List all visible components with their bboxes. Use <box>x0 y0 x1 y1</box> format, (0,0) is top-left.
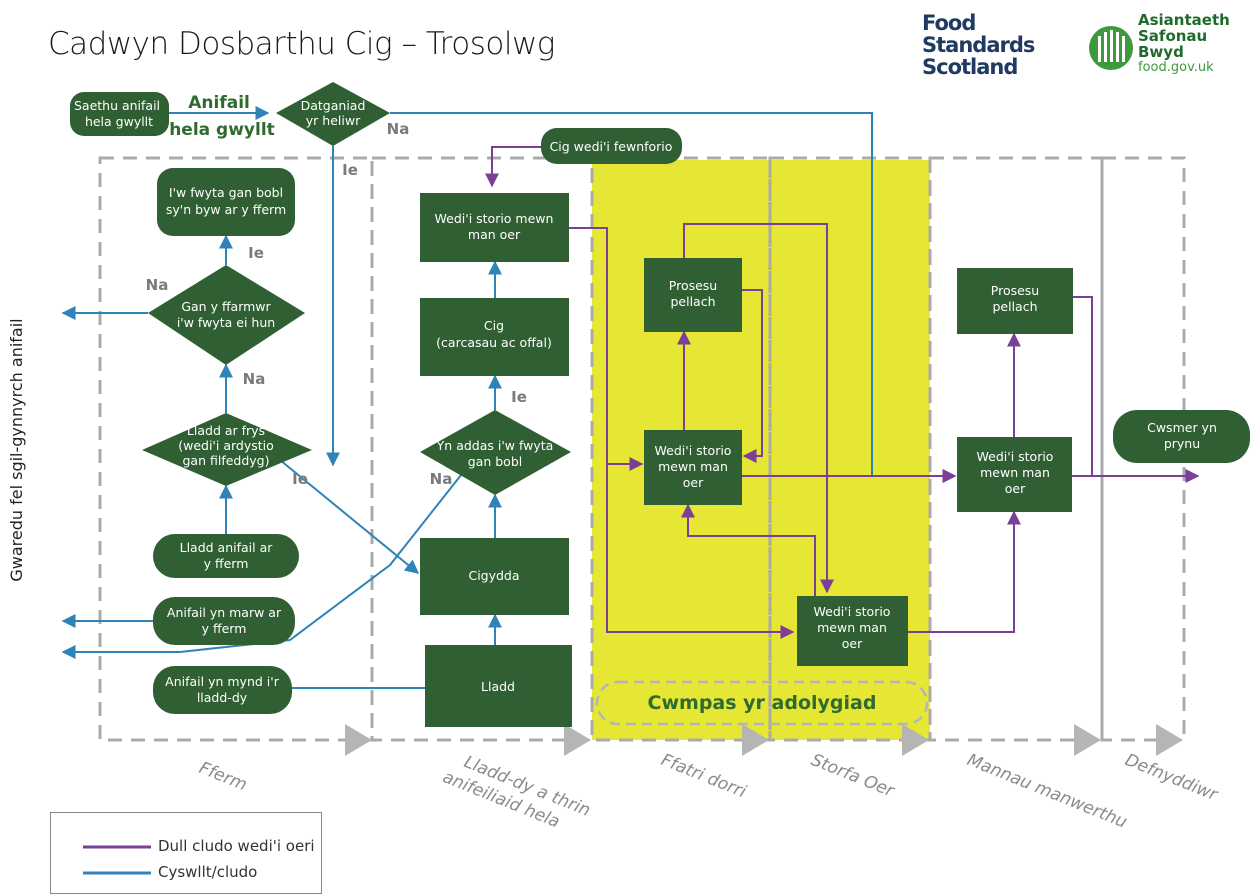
edge-label-no-farmer: Na <box>146 276 169 294</box>
node-emergency <box>142 413 312 486</box>
fsa-logo-line1: Asiantaeth <box>1138 11 1230 29</box>
node-butcher <box>420 538 569 615</box>
node-imported <box>541 128 682 164</box>
page-title: Cadwyn Dosbarthu Cig – Trosolwg <box>48 26 555 62</box>
stage-label-abattoir: Lladd-dy a thrin anifeiliaid hela <box>440 747 598 844</box>
node-farmer-eat <box>148 265 305 365</box>
fss-logo-line2: Standards <box>922 33 1035 57</box>
fsa-logo-line3: Bwyd <box>1138 43 1184 61</box>
chilled-edges <box>485 146 1200 639</box>
edge-label-no-emergency: Na <box>243 370 266 388</box>
edge-label-yes-farmer: Ie <box>248 244 264 262</box>
node-to-abattoir <box>153 666 292 714</box>
fss-logo-line1: Food <box>922 11 976 35</box>
node-consumer-buys <box>1113 410 1250 463</box>
scope-label: Cwmpas yr adolygiad <box>648 692 877 714</box>
stage-chevrons <box>345 724 1183 756</box>
stage-label-retail: Mannau manwerthu <box>964 750 1130 833</box>
stage-label-coldstore: Storfa Oer <box>808 750 898 802</box>
fsa-logo: Asiantaeth Safonau Bwyd food.gov.uk <box>1138 12 1230 76</box>
node-stored-cold-2 <box>644 430 742 505</box>
stage-label-farm: Fferm <box>196 758 250 795</box>
wild-shot-line1: Saethu anifail <box>74 98 160 113</box>
edge-label-yes-emergency: Ie <box>292 470 308 488</box>
legend: Dull cludo wedi'i oeri Cyswllt/cludo <box>50 812 322 894</box>
edge-label-no-fit: Na <box>430 470 453 488</box>
stage-label-cutting: Ffatri dorri <box>658 750 749 802</box>
node-died-farm <box>153 597 295 645</box>
edge-label-no-hunter: Na <box>387 120 410 138</box>
fsa-logo-url[interactable]: food.gov.uk <box>1138 60 1214 75</box>
node-wild-shot <box>70 92 169 136</box>
node-fit-human <box>420 410 571 495</box>
legend-swatches <box>83 845 151 875</box>
node-killed-farm <box>153 534 299 578</box>
legend-chilled-label: Dull cludo wedi'i oeri <box>158 837 315 855</box>
wild-game-label: Anifail hela gwyllt <box>169 93 275 140</box>
node-meat <box>420 298 569 376</box>
stage-label-consumer: Defnyddiwr <box>1122 750 1221 805</box>
fss-logo-line3: Scotland <box>922 55 1018 79</box>
wild-shot-text: Saethu anifail hela gwyllt <box>74 98 164 129</box>
wild-shot-line2: hela gwyllt <box>85 114 153 129</box>
node-hunter-decl <box>276 82 390 146</box>
imported-text: Cig wedi'i fewnforio <box>550 139 673 154</box>
stage-columns <box>98 156 1186 742</box>
fsa-leaf-icon <box>1089 26 1133 70</box>
node-slaughter <box>425 645 572 727</box>
node-processing-1 <box>644 258 742 332</box>
fsa-logo-line2: Safonau <box>1138 27 1208 45</box>
legend-transport-label: Cyswllt/cludo <box>158 863 258 881</box>
butcher-text: Cigydda <box>468 568 519 583</box>
fss-logo: Food Standards Scotland <box>922 12 1042 78</box>
slaughter-text: Lladd <box>481 679 515 694</box>
node-stored-cold-4 <box>957 437 1072 512</box>
scope-label-pill <box>595 680 929 726</box>
node-processing-2 <box>957 268 1073 334</box>
side-label: Gwaredu fel sgil-gynnyrch anifail <box>7 318 26 581</box>
edge-label-yes-fit: Ie <box>511 388 527 406</box>
node-stored-cold-1 <box>420 193 569 262</box>
node-on-farm-eat <box>157 168 295 236</box>
edge-label-yes-hunter: Ie <box>342 161 358 179</box>
meat-text: Cig(carcasau ac offal) <box>436 318 552 350</box>
node-stored-cold-3 <box>797 596 908 666</box>
